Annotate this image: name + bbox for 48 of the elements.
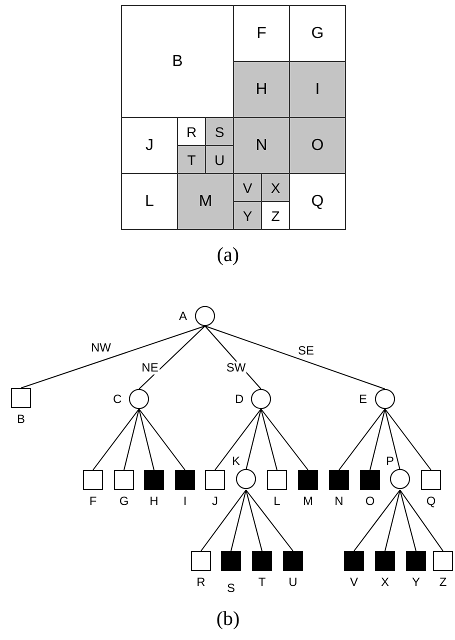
tree-edge <box>124 408 140 470</box>
tree-edge <box>230 490 246 552</box>
tree-edge <box>246 490 262 552</box>
circle-node: P <box>386 454 410 490</box>
tree-edge <box>400 490 416 552</box>
quadrant-cell: Y <box>233 201 262 230</box>
quadrant-cell: X <box>261 173 290 202</box>
tree-edge <box>260 408 278 470</box>
tree-edge <box>20 326 206 388</box>
figure-caption: (b) <box>216 608 240 631</box>
quadrant-cell: L <box>121 173 178 230</box>
tree-edge <box>92 408 140 470</box>
tree-edge <box>384 490 400 552</box>
quadrant-cell: M <box>177 173 234 230</box>
tree-edge <box>384 408 400 470</box>
circle-node: K <box>232 454 256 490</box>
quadrant-cell: S <box>205 117 234 146</box>
leaf-square: S <box>221 551 241 595</box>
tree-edge <box>246 408 262 470</box>
figure-caption: (a) <box>216 244 240 267</box>
quadrant-cell: T <box>177 145 206 174</box>
edge-label: NE <box>140 362 160 374</box>
tree-edge <box>354 490 400 552</box>
quadrant-cell: V <box>233 173 262 202</box>
quadrant-cell: Q <box>289 173 346 230</box>
tree-edge <box>260 408 308 470</box>
quadrant-cell: I <box>289 61 346 118</box>
quadrant-cell: O <box>289 117 346 174</box>
tree-edge <box>204 326 262 390</box>
quadrant-cell: U <box>205 145 234 174</box>
tree-edge <box>400 490 444 552</box>
edge-label: NW <box>90 342 112 354</box>
tree-edge <box>214 408 262 470</box>
tree-edge <box>384 408 432 470</box>
edge-label: SW <box>225 362 247 374</box>
tree-edge <box>370 408 386 470</box>
edge-label: SE <box>297 344 315 358</box>
quadrant-cell: B <box>121 5 234 118</box>
tree-edge <box>246 490 294 552</box>
tree-edge <box>138 326 206 390</box>
tree-edge <box>138 408 154 470</box>
tree-edge <box>200 490 246 552</box>
tree-edge <box>138 408 186 470</box>
quadrant-cell: G <box>289 5 346 62</box>
tree-edge <box>338 408 386 470</box>
quadrant-cell: N <box>233 117 290 174</box>
quadrant-cell: H <box>233 61 290 118</box>
tree-edge <box>204 326 386 390</box>
